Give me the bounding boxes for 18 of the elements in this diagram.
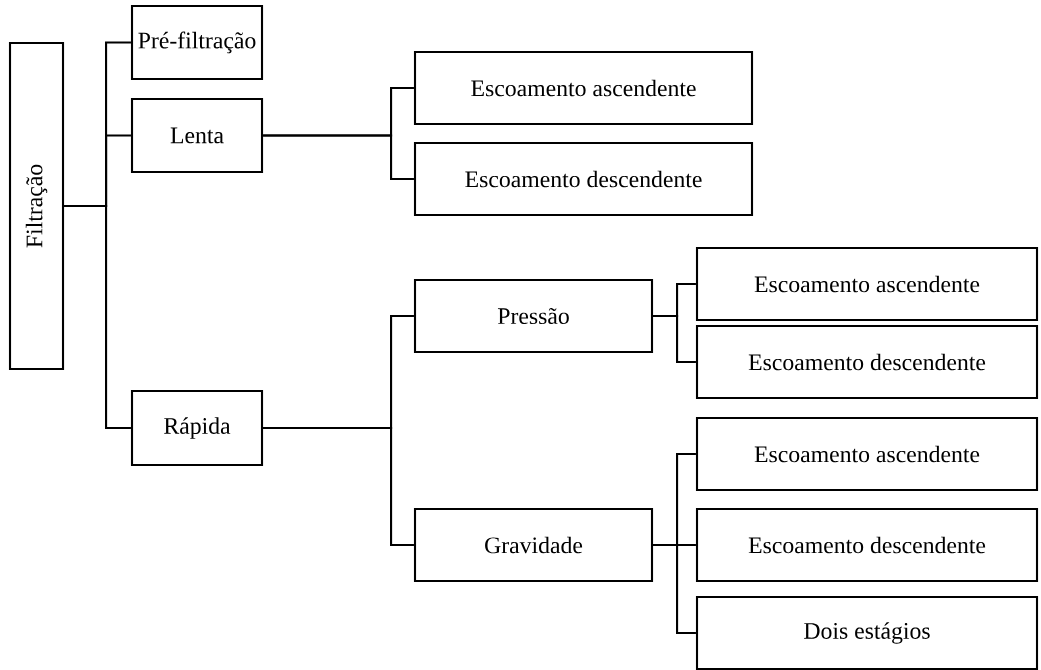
category-box: Filtração [8,41,65,371]
connector-line [263,134,414,181]
connector-line [653,314,696,364]
category-box: Escoamento descendente [695,507,1039,583]
category-box: Lenta [130,97,264,174]
category-box: Rápida [130,389,264,467]
connector-line [653,543,696,635]
category-box: Gravidade [413,507,654,583]
connector-line [263,426,414,547]
category-box: Pressão [413,278,654,354]
connector-line [64,204,131,430]
category-box: Escoamento ascendente [695,416,1039,492]
category-box: Escoamento descendente [413,141,754,217]
category-box: Pré-filtração [130,4,264,81]
category-box: Dois estágios [695,595,1039,670]
category-box: Escoamento descendente [695,324,1039,400]
category-box: Escoamento ascendente [413,50,754,126]
category-box: Escoamento ascendente [695,246,1039,322]
